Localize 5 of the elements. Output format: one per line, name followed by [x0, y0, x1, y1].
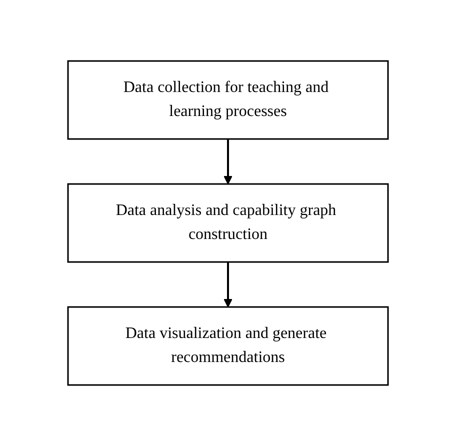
node-box: Data collection for teaching and learning processes — [66, 60, 388, 140]
arrow — [223, 139, 232, 184]
arrow — [223, 262, 232, 308]
node-box: Data analysis and capability graph construction — [66, 183, 388, 263]
node-box: Data visualization and generate recommendations — [66, 306, 388, 386]
